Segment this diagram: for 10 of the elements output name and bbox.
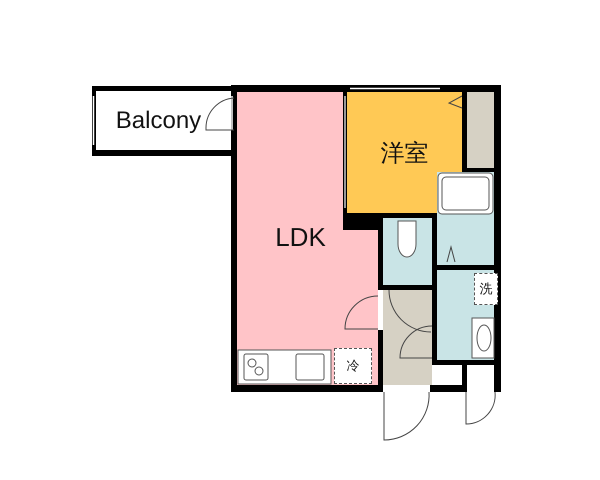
closet-area bbox=[467, 92, 494, 168]
room-area bbox=[347, 92, 462, 213]
room-label: 洗 bbox=[480, 280, 492, 298]
room-label: LDK bbox=[275, 222, 326, 253]
room-label: Balcony bbox=[116, 106, 202, 134]
fridge-space bbox=[334, 348, 372, 384]
room-label: 洋室 bbox=[380, 138, 428, 168]
room-label: 冷 bbox=[346, 357, 360, 375]
hallway-area bbox=[383, 290, 432, 385]
washer-space bbox=[474, 273, 498, 305]
